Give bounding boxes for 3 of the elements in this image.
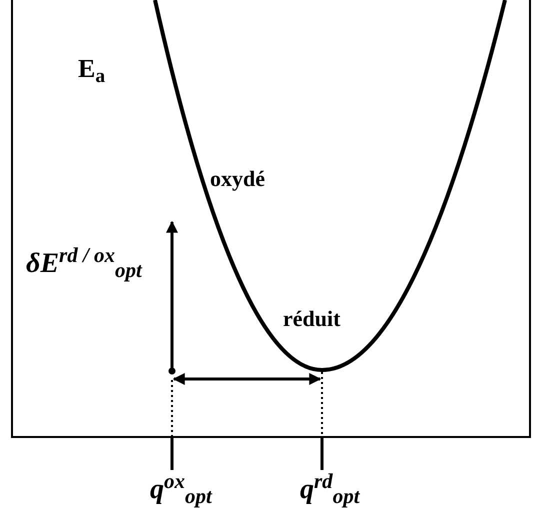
axis-label: E$_{a}$ — [78, 56, 106, 82]
curve-label: oxydé — [210, 168, 265, 190]
curve-label: réduit — [283, 308, 340, 330]
